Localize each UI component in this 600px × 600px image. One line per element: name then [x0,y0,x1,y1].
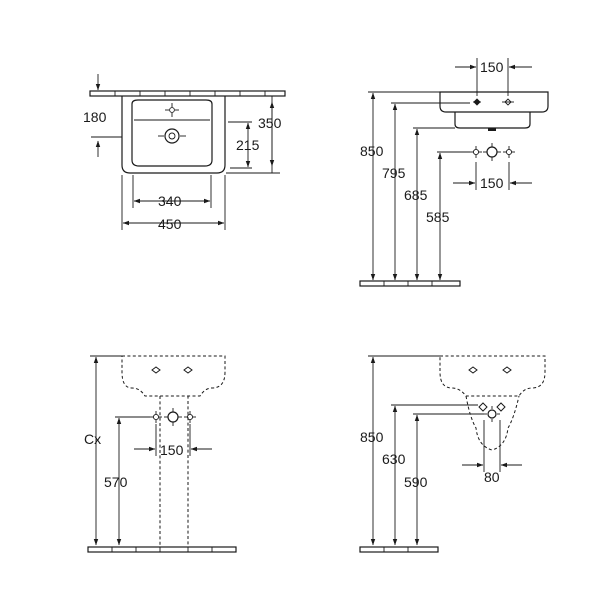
pedestal-dashed [159,396,189,549]
dim-350: 350 [226,96,282,174]
tap-hole-icon [473,98,481,106]
label-590: 590 [404,474,428,490]
label-150-front: 150 [160,442,184,458]
drain-icon [158,128,186,144]
drain-icon [164,408,182,426]
top-view: 180 350 215 340 450 [83,74,286,232]
dim-850-b: 850 [360,356,384,546]
dim-150-front: 150 [134,424,212,458]
dim-450: 450 [121,175,226,232]
tap-hole-icon [502,366,512,374]
dim-215: 215 [228,121,260,169]
water-connections [470,143,515,161]
semipedestal-dashed [465,395,520,451]
basin-side [439,91,549,131]
dim-80: 80 [462,420,522,485]
label-795: 795 [382,165,406,181]
floor-strip [87,546,237,553]
dim-850: 850 [360,92,384,281]
dim-340: 340 [132,175,212,209]
label-180: 180 [83,109,107,125]
tap-hole-icon [468,366,478,374]
tap-hole-icon [165,103,179,117]
label-570: 570 [104,474,128,490]
valve-icon [470,146,482,158]
floor-strip [359,280,461,287]
label-630: 630 [382,451,406,467]
water-connections [478,402,506,422]
label-cx: Cx [84,431,101,447]
dim-685: 685 [404,128,428,281]
water-connections [150,408,196,426]
basin-front-dashed [439,355,546,397]
floor-strip [359,546,439,553]
label-80: 80 [484,469,500,485]
valve-icon [150,411,162,423]
dim-150-top: 150 [455,58,532,96]
side-semipedestal-view: 80 850 630 590 [359,355,546,553]
tap-hole-icon [504,98,512,106]
label-215: 215 [236,137,260,153]
front-pedestal-view: 150 Cx 570 [84,355,237,553]
dim-795: 795 [382,103,406,281]
tap-hole-icon [183,366,193,374]
dim-180: 180 [83,74,122,157]
label-585: 585 [426,209,450,225]
label-450: 450 [158,216,182,232]
drain-icon [483,143,501,161]
dim-585: 585 [426,152,450,281]
label-850-b: 850 [360,429,384,445]
valve-icon [503,146,515,158]
label-350: 350 [258,115,282,131]
label-150-top: 150 [480,59,504,75]
label-850: 850 [360,143,384,159]
dim-590: 590 [404,414,428,546]
label-150-bottom: 150 [480,175,504,191]
tap-hole-icon [151,366,161,374]
dim-cx: Cx [84,356,101,546]
dim-630: 630 [382,405,406,546]
drain-icon [484,406,500,422]
wall-strip [89,90,286,97]
basin-outline [121,96,226,174]
side-wall-view: 150 [359,58,549,287]
basin-front-dashed [121,355,226,397]
label-685: 685 [404,187,428,203]
label-340: 340 [158,193,182,209]
basin-bowl [131,99,213,167]
dim-150-bottom: 150 [453,162,532,191]
valve-icon [184,411,196,423]
dim-570: 570 [104,417,128,546]
